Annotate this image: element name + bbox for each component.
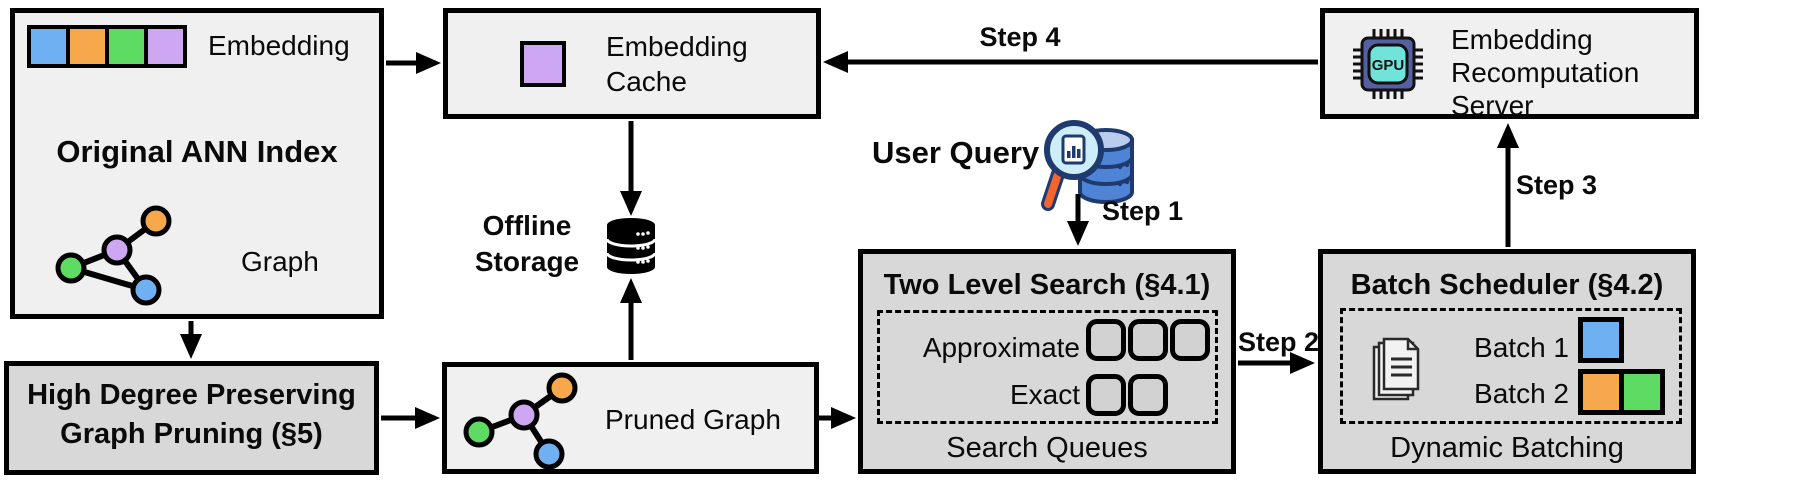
embedding-cell-orange [66, 25, 109, 68]
exact-queue-slot [1086, 374, 1126, 416]
dynamic-batching-panel: Batch 1 Batch 2 [1340, 308, 1682, 424]
exact-queue-slot [1128, 374, 1168, 416]
approximate-queue-slot [1086, 319, 1126, 361]
batch-2-item-green [1619, 369, 1665, 415]
exact-label: Exact [1009, 379, 1080, 410]
original-graph-icon [55, 205, 172, 306]
batch-scheduler-box: Batch Scheduler (§4.2) Batch 1 Batch 2 [1318, 249, 1696, 474]
embedding-cell-purple [144, 25, 187, 68]
step-2-label: Step 2 [1238, 327, 1320, 357]
pruned-graph-box: Pruned Graph [442, 362, 819, 474]
graph-pruning-label: High Degree Preserving Graph Pruning (§5… [27, 379, 356, 450]
step-4-label: Step 4 [979, 22, 1061, 52]
embedding-label: Embedding [208, 30, 350, 61]
search-queues-panel: Approximate Exact [877, 310, 1218, 424]
recomputation-server-label: Embedding Recomputation Server [1451, 24, 1640, 121]
gpu-chip-label: GPU [1372, 57, 1405, 74]
approximate-label: Approximate [922, 332, 1080, 363]
approximate-queue-slot [1128, 319, 1168, 361]
query-documents-icon [1372, 337, 1420, 401]
batch-1-label: Batch 1 [1474, 332, 1569, 363]
embedding-cell-blue [27, 25, 70, 68]
step-1-label: Step 1 [1102, 196, 1184, 226]
user-query-icon [1041, 120, 1134, 211]
original-ann-index-box: Embedding Original ANN Index Graph [10, 8, 384, 319]
batch-1-item-blue [1578, 317, 1624, 363]
embedding-vector-icon [27, 25, 187, 68]
embedding-cell-green [105, 25, 148, 68]
embedding-cache-label: Embedding Cache [606, 31, 748, 97]
two-level-search-box: Two Level Search (§4.1) Approximate Exac… [858, 249, 1236, 474]
user-query-label: User Query [872, 135, 1040, 170]
pruned-graph-icon [463, 372, 578, 470]
gpu-chip-icon: GPU [1353, 29, 1423, 99]
batch-2-label: Batch 2 [1474, 378, 1569, 409]
original-ann-index-title: Original ANN Index [56, 134, 338, 169]
pruned-graph-label: Pruned Graph [605, 404, 781, 435]
step-3-label: Step 3 [1516, 170, 1598, 200]
recomputation-server-box: GPU Embedding Recomputation Server [1320, 8, 1699, 121]
graph-pruning-box: High Degree Preserving Graph Pruning (§5… [4, 361, 379, 475]
two-level-search-title: Two Level Search (§4.1) [883, 269, 1211, 301]
batch-scheduler-title: Batch Scheduler (§4.2) [1350, 269, 1664, 301]
approximate-queue-slot [1170, 319, 1210, 361]
dynamic-batching-label: Dynamic Batching [1390, 432, 1624, 464]
graph-label: Graph [241, 246, 319, 277]
embedding-cache-box: Embedding Cache [443, 8, 821, 119]
offline-storage-database-icon [606, 218, 656, 274]
offline-storage-label: Offline Storage [474, 210, 580, 277]
batch-2-item-orange [1578, 369, 1624, 415]
cached-embedding-icon [520, 41, 566, 87]
search-queues-label: Search Queues [946, 432, 1148, 464]
